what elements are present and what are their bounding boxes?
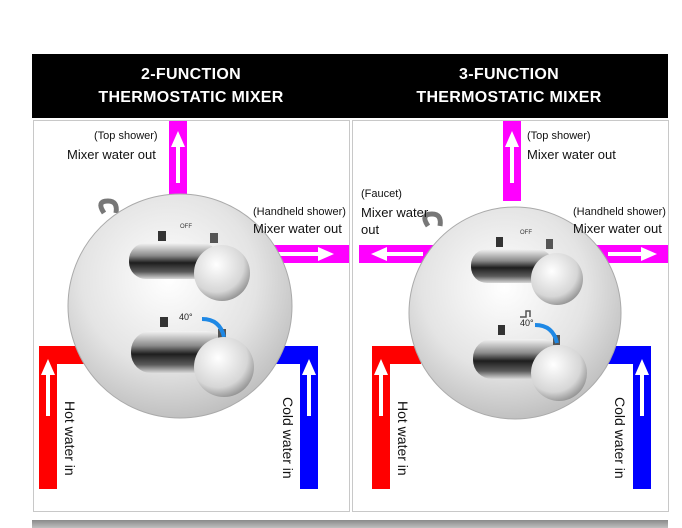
off-label: OFF [180, 224, 192, 230]
top-main-label: Mixer water out [527, 147, 616, 162]
top-arrow-icon [171, 131, 185, 183]
side-sub-label: (Handheld shower) [253, 206, 346, 218]
cold-arrow-icon [302, 359, 316, 416]
temp-label: 40° [179, 312, 193, 322]
side-arrow-icon [608, 247, 657, 261]
hot-water-label: Hot water in [395, 401, 411, 476]
diagram-3-function [359, 121, 668, 489]
hot-water-label: Hot water in [62, 401, 78, 476]
header-banner: 2-FUNCTION THERMOSTATIC MIXER 3-FUNCTION… [32, 54, 668, 118]
diverter-knob[interactable] [194, 245, 250, 301]
indicator-pin [160, 317, 168, 327]
title-line-1: 2-FUNCTION [141, 66, 241, 83]
cold-pipe [603, 346, 651, 489]
temp-label: 40° [520, 318, 534, 328]
side-main-label: Mixer water out [253, 221, 342, 236]
faucet-arrow-icon [371, 247, 423, 261]
mixer-plate [408, 206, 622, 420]
faucet-main-label-2: out [361, 222, 380, 237]
temp-arc-icon [534, 323, 559, 344]
side-sub-label: (Handheld shower) [573, 206, 666, 218]
top-sub-label: (Top shower) [94, 130, 158, 142]
indicator-pin [210, 233, 218, 243]
diagram-2-function [39, 121, 349, 489]
title-line-2: THERMOSTATIC MIXER [98, 89, 284, 106]
top-arrow-icon [505, 131, 519, 183]
top-sub-label: (Top shower) [527, 130, 591, 142]
indicator-pin [158, 231, 166, 241]
diverter-knob[interactable] [531, 253, 583, 305]
title-2-function: 2-FUNCTION THERMOSTATIC MIXER [32, 63, 350, 109]
hot-arrow-icon [374, 359, 388, 416]
hot-arrow-icon [41, 359, 55, 416]
hot-pipe [39, 346, 92, 489]
off-label: OFF [520, 230, 532, 236]
mount-hook [422, 211, 443, 228]
side-main-label: Mixer water out [573, 221, 662, 236]
faucet-sub-label: (Faucet) [361, 188, 402, 200]
hot-pipe [372, 346, 421, 489]
temp-arc-icon [201, 317, 226, 338]
thermostat-knob[interactable] [194, 337, 254, 397]
footer-bar [32, 520, 668, 528]
title-3-function: 3-FUNCTION THERMOSTATIC MIXER [350, 63, 668, 109]
indicator-pin [546, 239, 553, 249]
cold-water-label: Cold water in [280, 397, 296, 479]
title-line-2: THERMOSTATIC MIXER [416, 89, 602, 106]
panel-2-function: OFF 40° (Top shower) Mixer water out (Ha… [33, 120, 350, 512]
faucet-icon [520, 310, 531, 318]
panel-3-function: OFF 40° (Top shower) Mixer water out (Fa… [352, 120, 669, 512]
title-line-1: 3-FUNCTION [459, 66, 559, 83]
cold-pipe [268, 346, 318, 489]
side-arrow-icon [274, 247, 334, 261]
cold-arrow-icon [635, 359, 649, 416]
indicator-pin [496, 237, 503, 247]
cold-water-label: Cold water in [612, 397, 628, 479]
top-main-label: Mixer water out [67, 147, 156, 162]
thermostat-knob[interactable] [531, 345, 587, 401]
faucet-main-label-1: Mixer water [361, 205, 429, 220]
indicator-pin [498, 325, 505, 335]
mount-hook [98, 198, 119, 215]
